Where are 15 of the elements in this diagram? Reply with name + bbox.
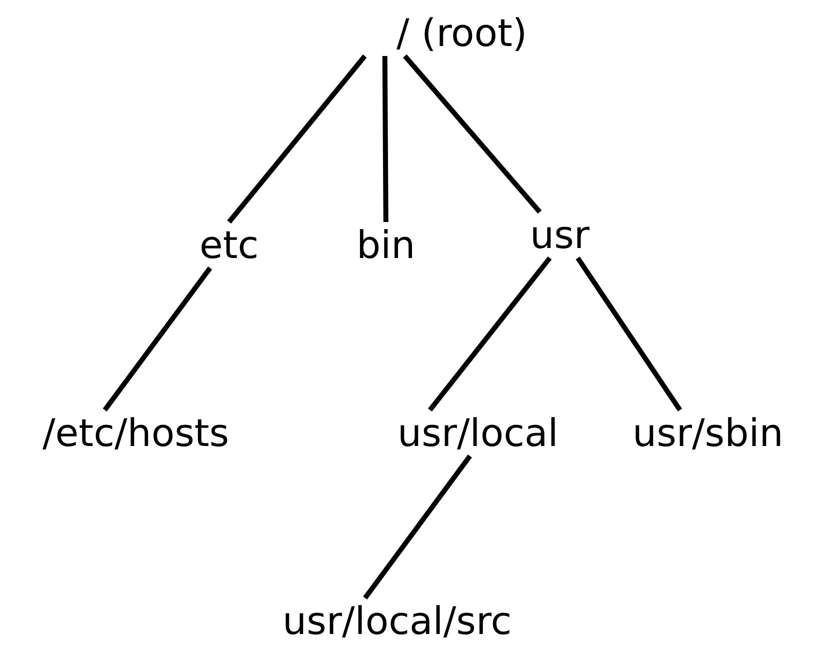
tree-line [382, 56, 388, 222]
directory-label: usr/local [396, 410, 560, 456]
tree-line [363, 454, 472, 600]
tree-line [102, 266, 212, 412]
tree-line [576, 256, 682, 412]
directory-label: etc [198, 222, 261, 268]
directory-label: /etc/hosts [40, 410, 232, 456]
tree-line [227, 54, 367, 224]
directory-label: usr/sbin [630, 410, 786, 456]
directory-label: usr/local/src [280, 598, 514, 644]
tree-line [402, 54, 542, 214]
tree-line [428, 256, 552, 412]
directory-label: usr [528, 212, 592, 258]
directory-label: / (root) [394, 10, 530, 56]
directory-label: bin [354, 222, 418, 268]
